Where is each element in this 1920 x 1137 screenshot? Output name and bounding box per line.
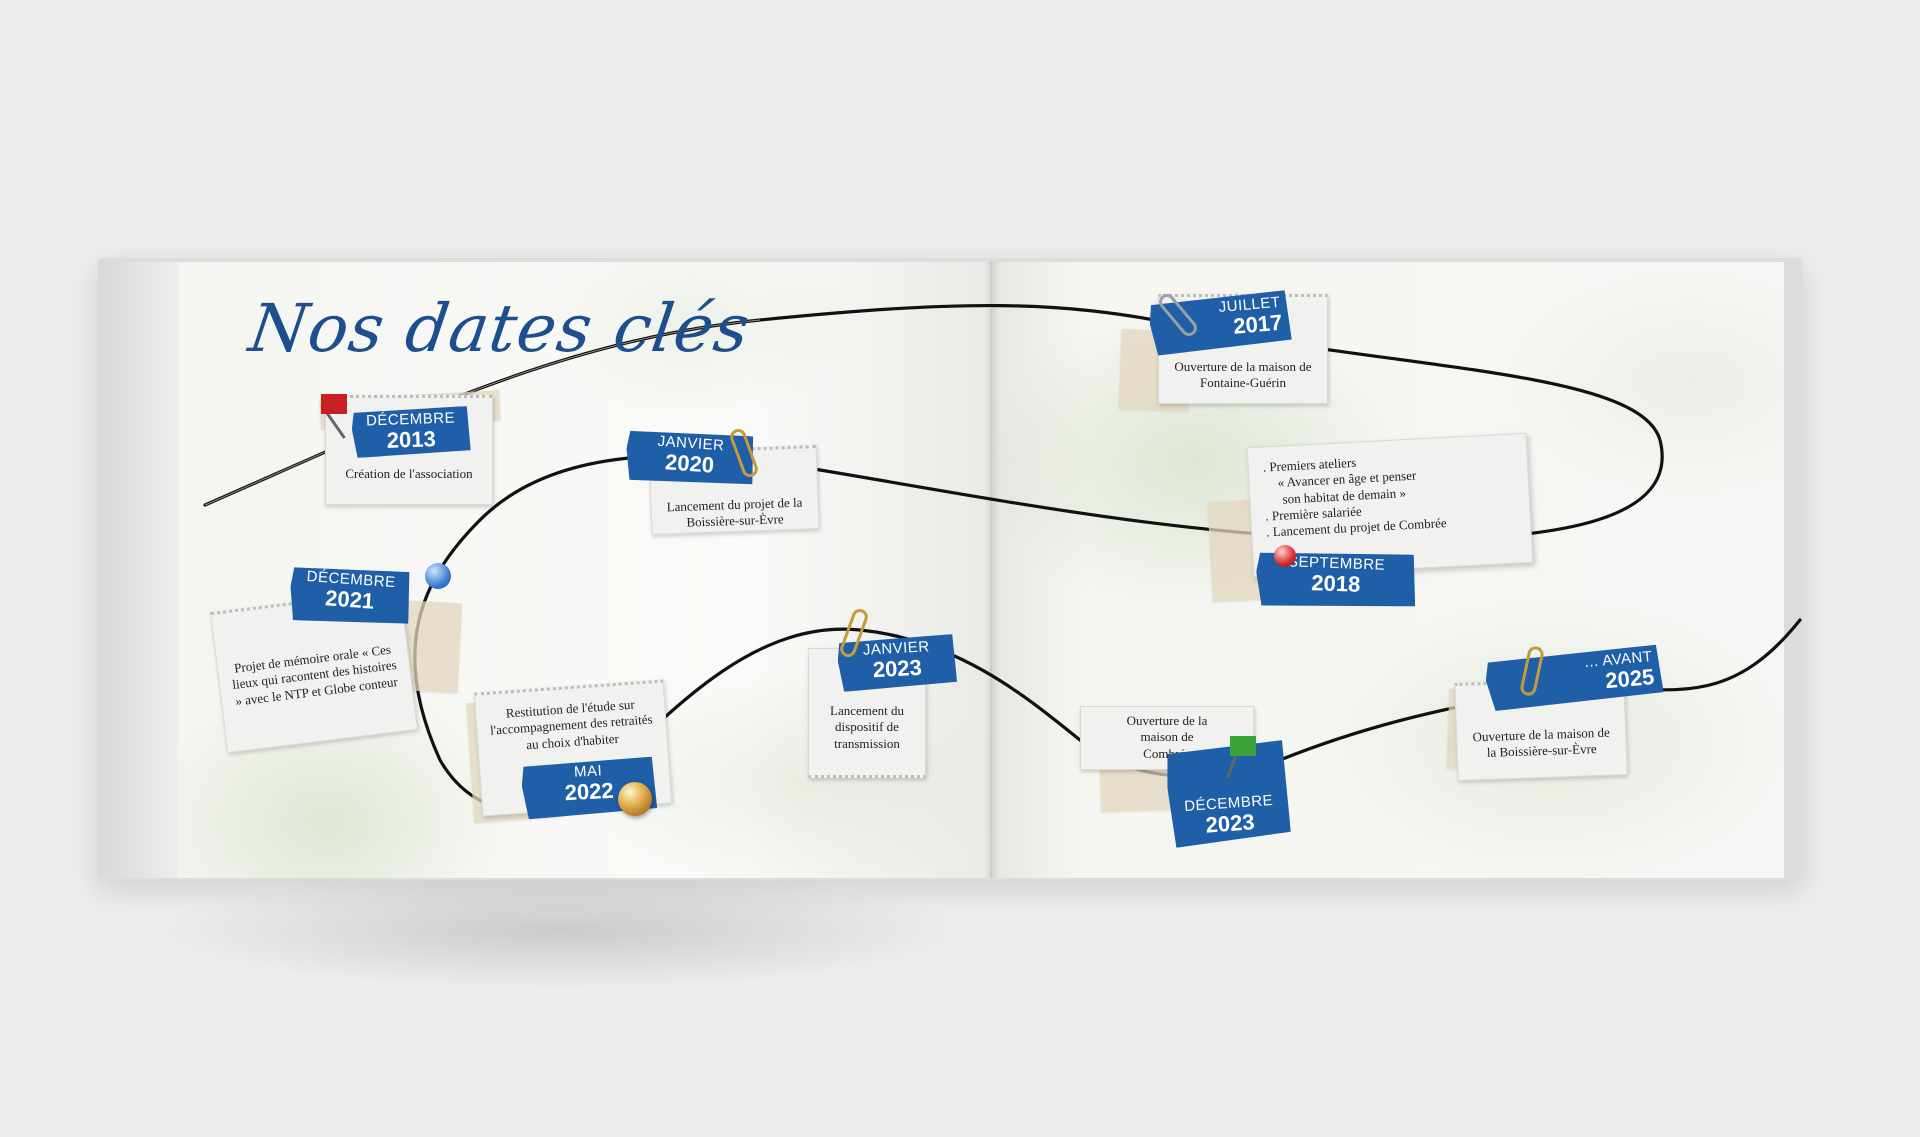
date-label-2023-dec: DÉCEMBRE 2023 bbox=[1165, 740, 1292, 848]
red-pushpin-icon bbox=[1274, 545, 1296, 567]
date-year: 2018 bbox=[1310, 569, 1361, 597]
book-shadow bbox=[150, 870, 970, 990]
event-text: Lancement du projet de la Boissière-sur-… bbox=[666, 494, 803, 530]
date-label-2021: DÉCEMBRE 2021 bbox=[288, 564, 412, 628]
date-label-2013: DÉCEMBRE 2013 bbox=[351, 406, 471, 458]
event-text: Ouverture de la maison de la Boissière-s… bbox=[1472, 724, 1611, 761]
book-gutter bbox=[984, 262, 1000, 878]
event-text: Ouverture de la maison de Fontaine-Guéri… bbox=[1174, 359, 1312, 391]
page-title: Nos dates clés bbox=[244, 290, 755, 367]
event-text: Création de l'association bbox=[345, 466, 473, 481]
event-text: Projet de mémoire orale « Ces lieux qui … bbox=[231, 641, 399, 709]
event-text: Lancement du dispositif de transmission bbox=[830, 703, 904, 751]
blue-pushpin-icon bbox=[425, 563, 451, 589]
gold-orb-icon bbox=[618, 782, 652, 816]
event-text: Restitution de l'étude sur l'accompagnem… bbox=[489, 696, 654, 752]
date-year: 2023 bbox=[872, 654, 923, 683]
date-year: 2013 bbox=[386, 425, 437, 453]
page-edge bbox=[98, 262, 178, 878]
